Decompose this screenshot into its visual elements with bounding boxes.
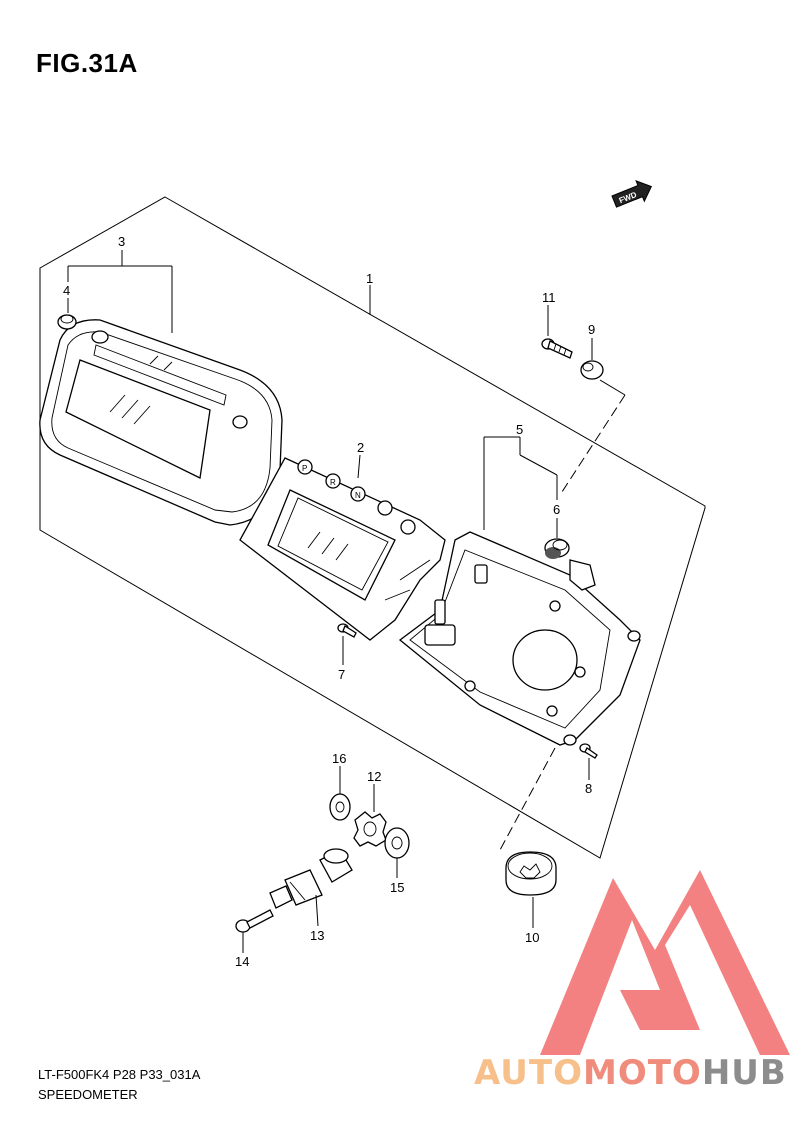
svg-text:N: N	[355, 491, 361, 500]
meter-case-part	[398, 531, 641, 746]
washer-top-part	[329, 793, 351, 821]
screw-right-part	[579, 743, 598, 759]
callout-9: 9	[588, 322, 595, 337]
svg-text:R: R	[330, 478, 336, 487]
collar-part	[580, 360, 604, 380]
callout-3: 3	[118, 234, 125, 249]
figure-title: FIG.31A	[36, 48, 138, 78]
meter-cover-part	[39, 319, 283, 526]
callout-7: 7	[338, 667, 345, 682]
assembly-boundary	[39, 196, 706, 859]
callout-13: 13	[310, 928, 324, 943]
bolt-part	[541, 338, 573, 359]
washer-bottom-part	[384, 827, 410, 859]
callout-11: 11	[542, 290, 556, 305]
callout-numbers: 1 2 3 4 5 6 7 8 9 10 11 12 13 14 15 16	[63, 234, 595, 969]
callout-8: 8	[585, 781, 592, 796]
leader-lines	[67, 250, 626, 953]
indicator-lamps: P R N	[297, 459, 416, 535]
automotohub-logo-icon	[540, 870, 790, 1055]
callout-4: 4	[63, 283, 70, 298]
sensor-bolt-part	[235, 909, 274, 933]
callout-15: 15	[390, 880, 404, 895]
callout-6: 6	[553, 502, 560, 517]
callout-16: 16	[332, 751, 346, 766]
cap-nut-part	[57, 314, 77, 330]
grommet-part	[544, 538, 570, 559]
callout-1: 1	[366, 271, 373, 286]
watermark-moto: MOTO	[583, 1053, 702, 1093]
figure-code: LT-F500FK4 P28 P33_031A	[38, 1067, 201, 1082]
automotohub-watermark: AUTOMOTOHUB	[474, 870, 790, 1093]
watermark-auto: AUTO	[474, 1053, 583, 1093]
callout-2: 2	[357, 440, 364, 455]
speed-sensor-part	[269, 848, 353, 909]
svg-text:P: P	[302, 464, 307, 473]
callout-5: 5	[516, 422, 523, 437]
watermark-hub: HUB	[702, 1053, 787, 1093]
callout-14: 14	[235, 954, 249, 969]
svg-text:AUTOMOTOHUB: AUTOMOTOHUB	[474, 1053, 787, 1093]
screw-left-part	[337, 623, 357, 638]
callout-10: 10	[525, 930, 539, 945]
rubber-mount-part	[505, 851, 557, 896]
gear-part	[353, 811, 387, 847]
figure-name: SPEEDOMETER	[38, 1087, 138, 1102]
callout-12: 12	[367, 769, 381, 784]
meter-display-part: P R N	[239, 457, 446, 641]
fwd-arrow-icon: FWD	[611, 180, 653, 208]
